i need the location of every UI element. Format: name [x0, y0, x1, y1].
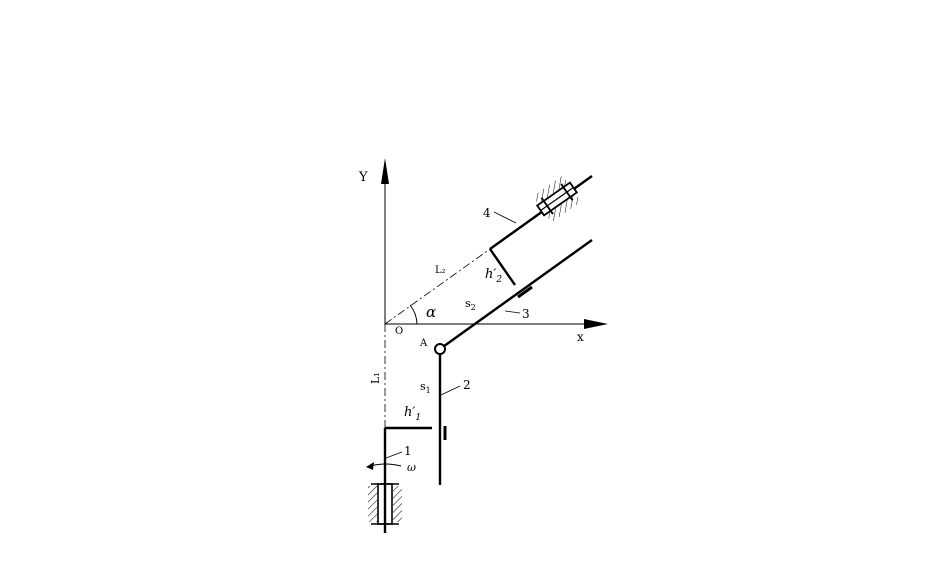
leader-2 [440, 385, 461, 396]
x-axis-arrow [584, 319, 608, 329]
angle-arc [409, 304, 418, 325]
leader-3 [504, 310, 521, 314]
leader-1 [385, 451, 403, 459]
upper-guide [533, 175, 581, 223]
part-1-label: 1 [404, 444, 412, 458]
y-axis-label: Y [358, 170, 368, 185]
offset-2-label: h′2 [485, 267, 502, 285]
angular-velocity-label: ω [407, 461, 416, 474]
x-axis-label: x [577, 330, 584, 344]
y-axis-arrow [381, 158, 389, 184]
length-2-label: L₂ [435, 265, 446, 276]
point-a-label: A [419, 338, 428, 349]
stroke-1-label: s1 [420, 380, 431, 395]
rotation-arrowhead [366, 462, 374, 470]
offset-1-label: h′1 [404, 405, 421, 423]
part-3-label: 3 [522, 307, 530, 321]
member-3-slider-mark [517, 285, 533, 299]
lower-bearing [368, 483, 402, 525]
length-1-label: L₁ [369, 372, 382, 384]
stroke-2-label: s2 [465, 297, 476, 312]
angle-label: α [426, 303, 436, 321]
l2-centerline [384, 248, 491, 325]
member-4-arm [489, 248, 516, 286]
part-4-label: 4 [483, 206, 491, 220]
member-3-link [439, 239, 593, 350]
leader-4 [493, 211, 517, 224]
pin-a [434, 343, 446, 355]
part-2-label: 2 [463, 378, 471, 392]
origin-label: O [395, 326, 403, 337]
